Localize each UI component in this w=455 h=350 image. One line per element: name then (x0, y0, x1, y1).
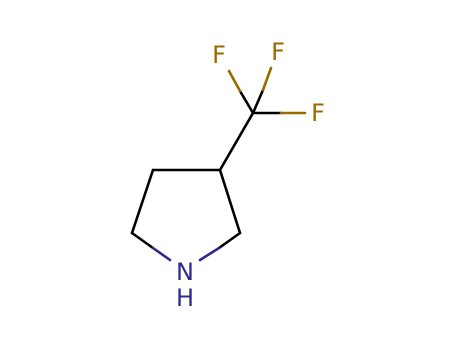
atom-n1-hydrogen-label: H (176, 284, 194, 312)
bond-c1-n-part1 (130, 231, 155, 250)
bond-cf3-f2-part1 (251, 88, 265, 115)
bond-c4-n-part1 (217, 231, 242, 250)
atom-f1-label: F (212, 41, 226, 69)
bond-c3-cf3 (218, 111, 255, 172)
atom-f2-label: F (271, 38, 285, 66)
atom-n1-label: N (176, 258, 194, 286)
bond-cf3-f1-part2 (227, 69, 242, 93)
bond-c1-n-part2 (151, 246, 172, 262)
bond-c2-c1 (130, 168, 155, 235)
bond-cf3-f2-part2 (261, 66, 273, 92)
atom-f3-label: F (311, 99, 325, 127)
bond-c4-n-part2 (198, 246, 221, 262)
bond-cf3-f1-part1 (238, 89, 255, 115)
bond-c3-c4 (218, 168, 242, 235)
